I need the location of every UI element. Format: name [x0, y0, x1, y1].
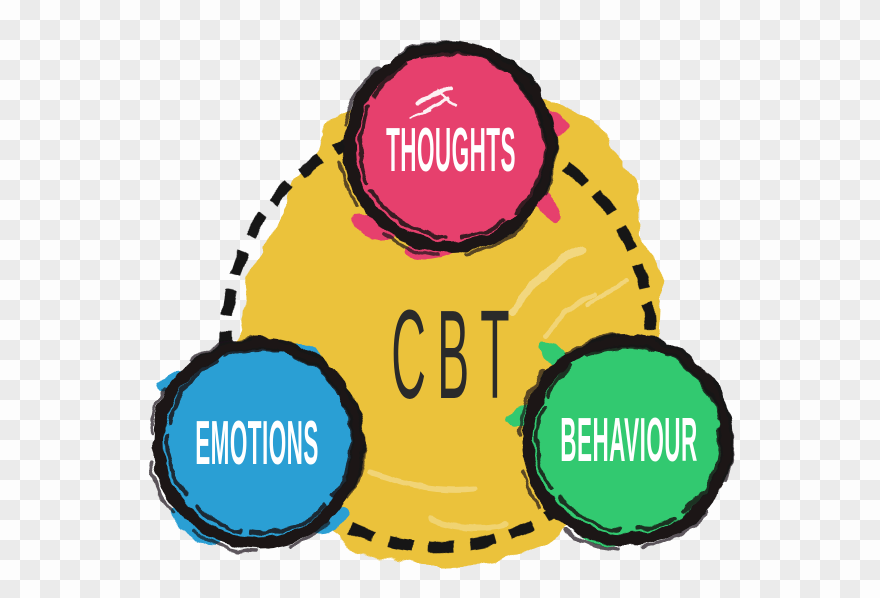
emotions-sketch-ring — [147, 336, 365, 554]
thoughts-circle — [353, 50, 547, 244]
node-emotions: EMOTIONS — [147, 336, 365, 554]
thoughts-label: THOUGHTS — [386, 114, 516, 185]
thoughts-sketch-ring — [339, 40, 557, 258]
node-thoughts: THOUGHTS — [339, 40, 568, 261]
emotions-label: EMOTIONS — [195, 407, 319, 478]
behaviour-circle — [531, 344, 723, 536]
emotions-circle — [161, 346, 355, 540]
thoughts-white-scribble — [408, 86, 458, 119]
behaviour-sketch-ring — [516, 333, 734, 551]
center-label: CBT — [391, 286, 521, 426]
node-behaviour: BEHAVIOUR — [506, 333, 734, 551]
behaviour-label: BEHAVIOUR — [560, 404, 697, 475]
